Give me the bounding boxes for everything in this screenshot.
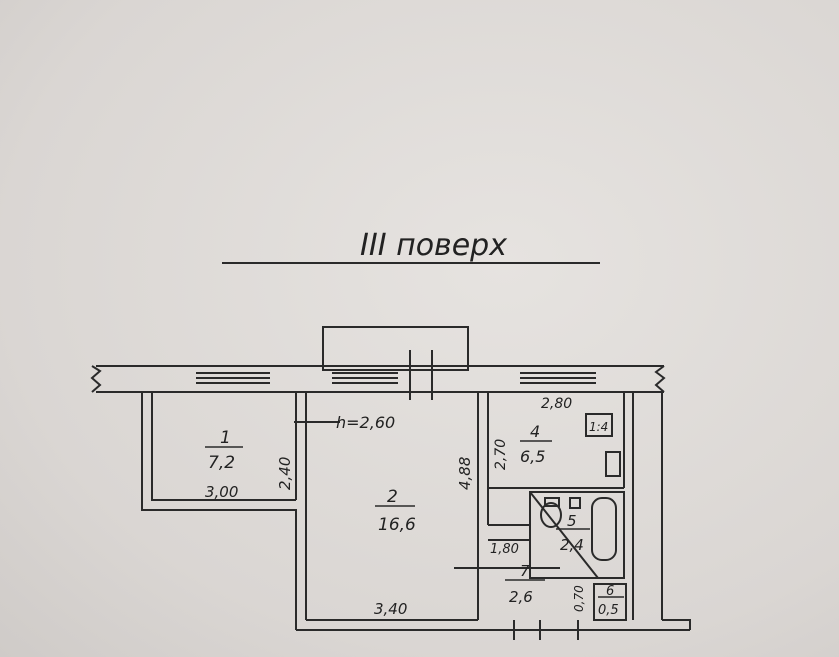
- room4-area: 6,5: [520, 447, 545, 466]
- room2-width: 3,40: [374, 600, 407, 618]
- room4-number: 4: [530, 422, 540, 441]
- room7-area: 2,6: [509, 588, 533, 606]
- room1-number: 1: [220, 428, 231, 448]
- wall-break-left: [90, 365, 102, 393]
- toilet: [540, 502, 562, 528]
- room2-area: 16,6: [378, 515, 416, 535]
- window-room1: [196, 372, 270, 384]
- bathtub: [591, 497, 617, 561]
- window-kitchen: [520, 372, 596, 384]
- room1-inner-wall: [151, 392, 296, 501]
- stove: [585, 413, 613, 437]
- bottom-right-corner: [662, 619, 691, 630]
- kitchen-sink: [605, 451, 621, 477]
- room1-outer-wall: [141, 392, 297, 630]
- bathroom-diagonal: [529, 491, 599, 579]
- corridor-niche: [488, 524, 531, 541]
- room6-area: 0,5: [598, 603, 619, 618]
- stove-label: 1:4: [589, 420, 608, 434]
- toilet-tank: [544, 497, 560, 507]
- sink: [569, 497, 581, 509]
- room4-width: 2,80: [541, 396, 572, 412]
- wc-room: [593, 583, 627, 621]
- room1-area: 7,2: [208, 453, 235, 473]
- room4-depth: 2,70: [493, 439, 509, 470]
- room1-width: 3,00: [205, 483, 238, 501]
- room7-dim-b: 0,70: [572, 585, 586, 612]
- room7-dim-a: 1,80: [490, 542, 519, 557]
- room2-depth: 4,88: [456, 457, 474, 490]
- room6-number: 6: [606, 584, 614, 599]
- window-room2: [332, 372, 398, 384]
- room5-area: 2,4: [560, 536, 584, 554]
- wall-break-right: [654, 365, 666, 393]
- room1-depth: 2,40: [276, 457, 294, 490]
- ceiling-height: h=2,60: [336, 413, 395, 432]
- balcony: [322, 326, 469, 371]
- room5-number: 5: [567, 512, 577, 530]
- room7-number: 7: [520, 562, 530, 580]
- floor-title: III поверх: [360, 228, 507, 263]
- room2-number: 2: [387, 487, 398, 507]
